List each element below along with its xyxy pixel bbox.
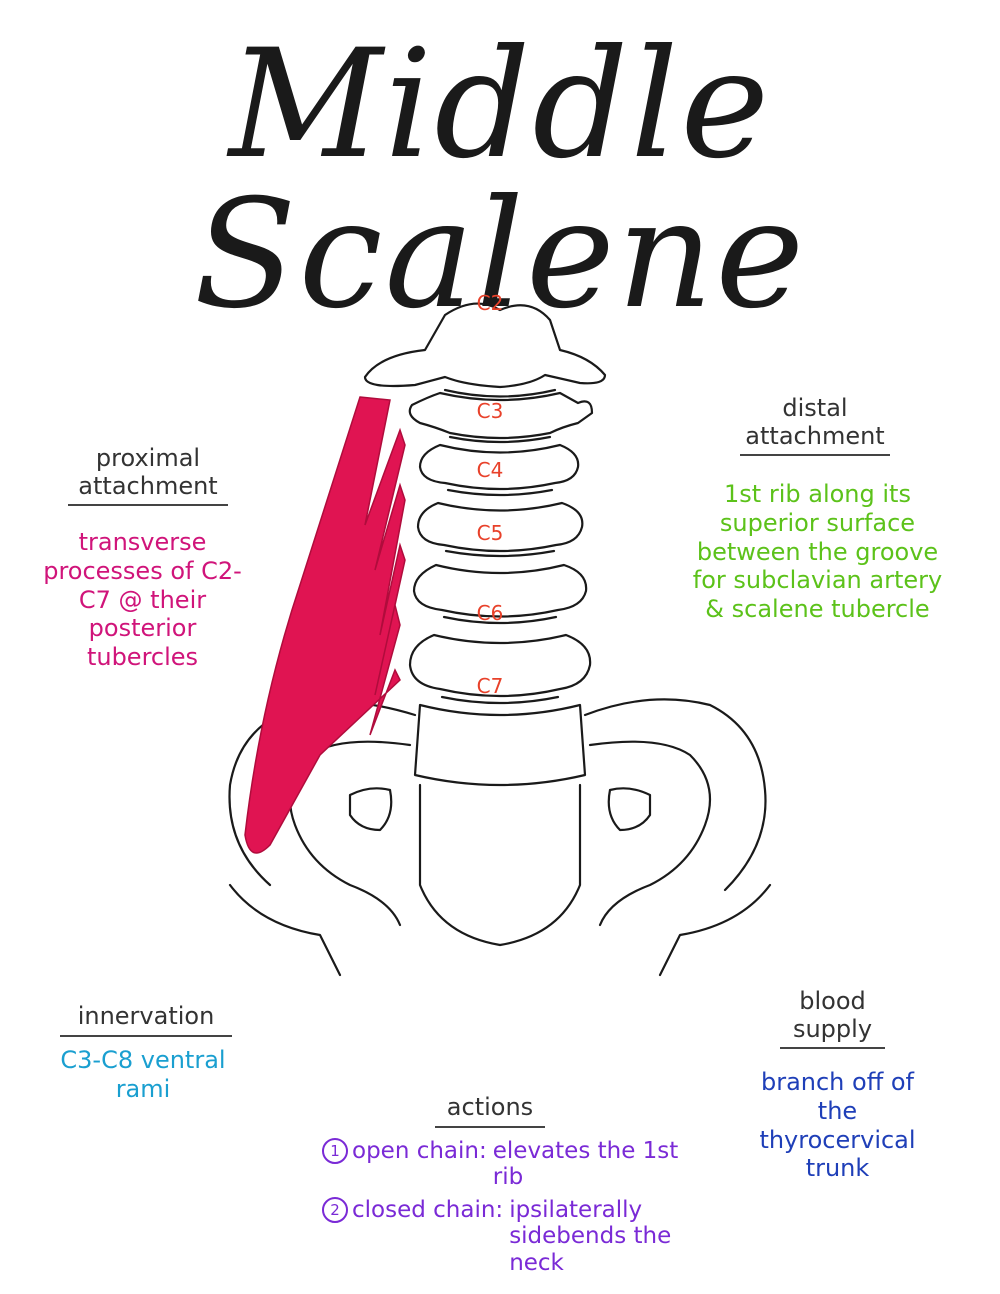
middle-scalene-muscle (245, 397, 405, 853)
action-number: 2 (322, 1197, 348, 1223)
actions-list: 1 open chain: elevates the 1st rib 2 clo… (322, 1138, 702, 1282)
proximal-attachment-heading: proximal attachment (68, 445, 228, 506)
distal-attachment-text: 1st rib along its superior surface betwe… (690, 480, 945, 624)
vertebra-label-c5: C5 (477, 521, 504, 545)
vertebra-label-c2: C2 (477, 291, 504, 315)
action-label: open chain: (352, 1138, 487, 1191)
vertebra-label-c7: C7 (477, 674, 504, 698)
action-text: elevates the 1st rib (493, 1138, 702, 1191)
innervation-text: C3-C8 ventral rami (48, 1046, 238, 1104)
spine-illustration: C2 C3 C4 C5 C6 C7 (200, 285, 800, 985)
c2-vertebra (365, 304, 605, 387)
action-text: ipsilaterally sidebends the neck (509, 1197, 702, 1276)
blood-supply-heading: blood supply (780, 988, 885, 1049)
action-number: 1 (322, 1138, 348, 1164)
actions-heading: actions (435, 1094, 545, 1128)
distal-attachment-heading: distal attachment (740, 395, 890, 456)
action-item: 1 open chain: elevates the 1st rib (322, 1138, 702, 1191)
blood-supply-text: branch off of the thyrocervical trunk (745, 1068, 930, 1183)
vertebra-label-c4: C4 (477, 458, 504, 482)
proximal-attachment-text: transverse processes of C2-C7 @ their po… (30, 528, 255, 672)
cervical-spine-diagram: C2 C3 C4 C5 C6 C7 (200, 285, 800, 985)
vertebra-label-c6: C6 (477, 601, 504, 625)
innervation-heading: innervation (60, 1003, 232, 1037)
vertebra-label-c3: C3 (477, 399, 504, 423)
action-item: 2 closed chain: ipsilaterally sidebends … (322, 1197, 702, 1276)
action-label: closed chain: (352, 1197, 503, 1276)
